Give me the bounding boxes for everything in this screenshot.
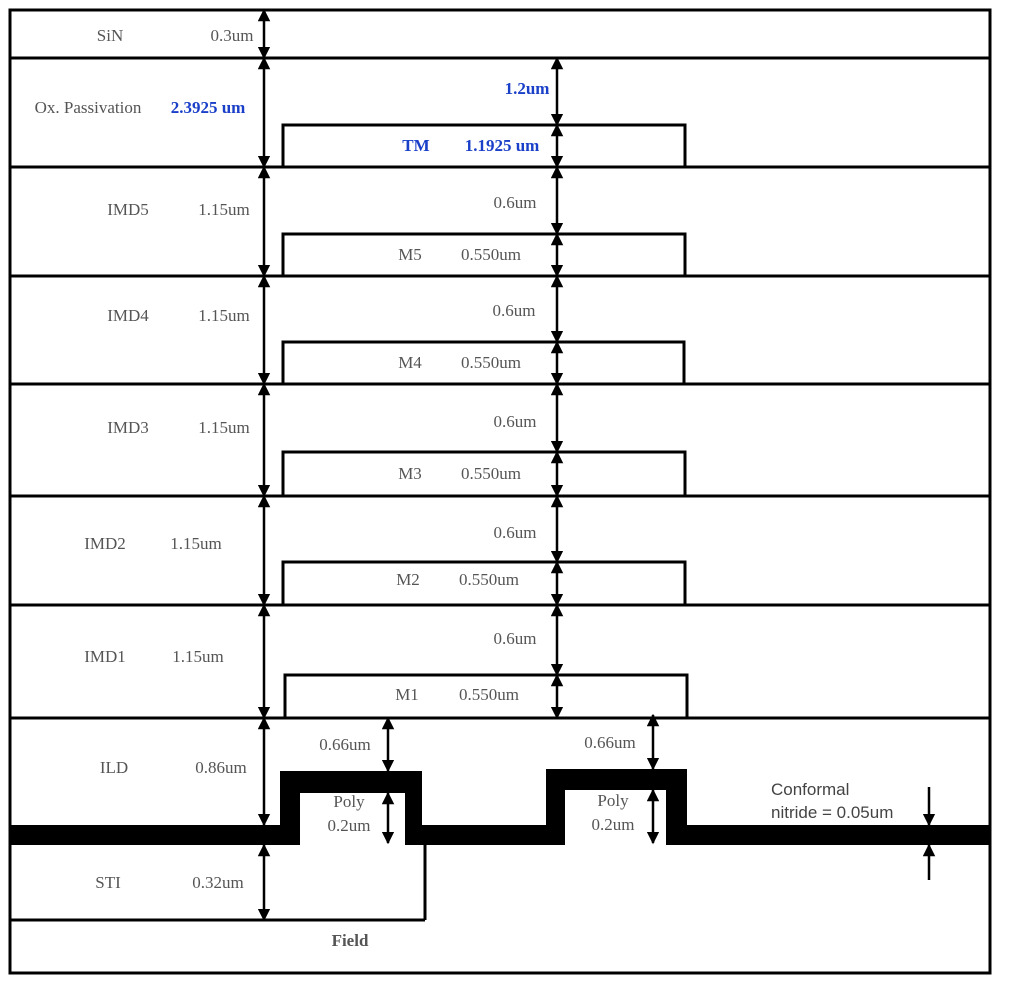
tm-label: TM <box>402 136 429 155</box>
labels: SiN 0.3um Ox. Passivation 2.3925 um 1.2u… <box>35 26 894 950</box>
imd3-label: IMD3 <box>107 418 149 437</box>
metal-m1 <box>283 673 689 720</box>
m1-thickness: 0.550um <box>459 685 519 704</box>
dimension-arrows <box>257 8 936 922</box>
metal-m5 <box>281 232 687 278</box>
m5-thickness: 0.550um <box>461 245 521 264</box>
m5-label: M5 <box>398 245 422 264</box>
m4-spacing: 0.6um <box>493 301 536 320</box>
tm-thickness: 1.1925 um <box>465 136 540 155</box>
m2-label: M2 <box>396 570 420 589</box>
ild-thickness: 0.86um <box>195 758 246 777</box>
imd2-thickness: 1.15um <box>170 534 221 553</box>
ild-spacing-right: 0.66um <box>584 733 635 752</box>
passivation-thickness: 2.3925 um <box>171 98 246 117</box>
m3-label: M3 <box>398 464 422 483</box>
metal-lines <box>281 123 689 720</box>
imd2-label: IMD2 <box>84 534 126 553</box>
field-label: Field <box>332 931 369 950</box>
sti-label: STI <box>95 873 121 892</box>
imd1-label: IMD1 <box>84 647 126 666</box>
m4-thickness: 0.550um <box>461 353 521 372</box>
poly-left-thickness: 0.2um <box>328 816 371 835</box>
nitride-and-poly <box>10 769 990 845</box>
m5-spacing: 0.6um <box>494 193 537 212</box>
nitride-label-line1: Conformal <box>771 780 849 799</box>
passivation-label: Ox. Passivation <box>35 98 142 117</box>
poly-right-thickness: 0.2um <box>592 815 635 834</box>
metal-tm <box>281 123 687 169</box>
m1-label: M1 <box>395 685 419 704</box>
m3-spacing: 0.6um <box>494 412 537 431</box>
imd3-thickness: 1.15um <box>198 418 249 437</box>
metal-m4 <box>281 340 686 386</box>
sti-thickness: 0.32um <box>192 873 243 892</box>
layer-boundaries <box>8 8 992 975</box>
imd5-thickness: 1.15um <box>198 200 249 219</box>
m4-label: M4 <box>398 353 422 372</box>
m3-thickness: 0.550um <box>461 464 521 483</box>
ild-spacing-left: 0.66um <box>319 735 370 754</box>
imd1-thickness: 1.15um <box>172 647 223 666</box>
imd4-thickness: 1.15um <box>198 306 249 325</box>
poly-left-label: Poly <box>333 792 365 811</box>
m2-thickness: 0.550um <box>459 570 519 589</box>
tm-spacing: 1.2um <box>505 79 550 98</box>
metal-m3 <box>281 450 687 498</box>
poly-right-label: Poly <box>597 791 629 810</box>
nitride-label-line2: nitride = 0.05um <box>771 803 893 822</box>
ild-label: ILD <box>100 758 128 777</box>
metal-m2 <box>281 560 687 607</box>
m2-spacing: 0.6um <box>494 523 537 542</box>
m1-spacing: 0.6um <box>494 629 537 648</box>
imd5-label: IMD5 <box>107 200 149 219</box>
imd4-label: IMD4 <box>107 306 149 325</box>
sin-thickness: 0.3um <box>211 26 254 45</box>
nitride-band <box>10 825 990 845</box>
sin-label: SiN <box>97 26 123 45</box>
